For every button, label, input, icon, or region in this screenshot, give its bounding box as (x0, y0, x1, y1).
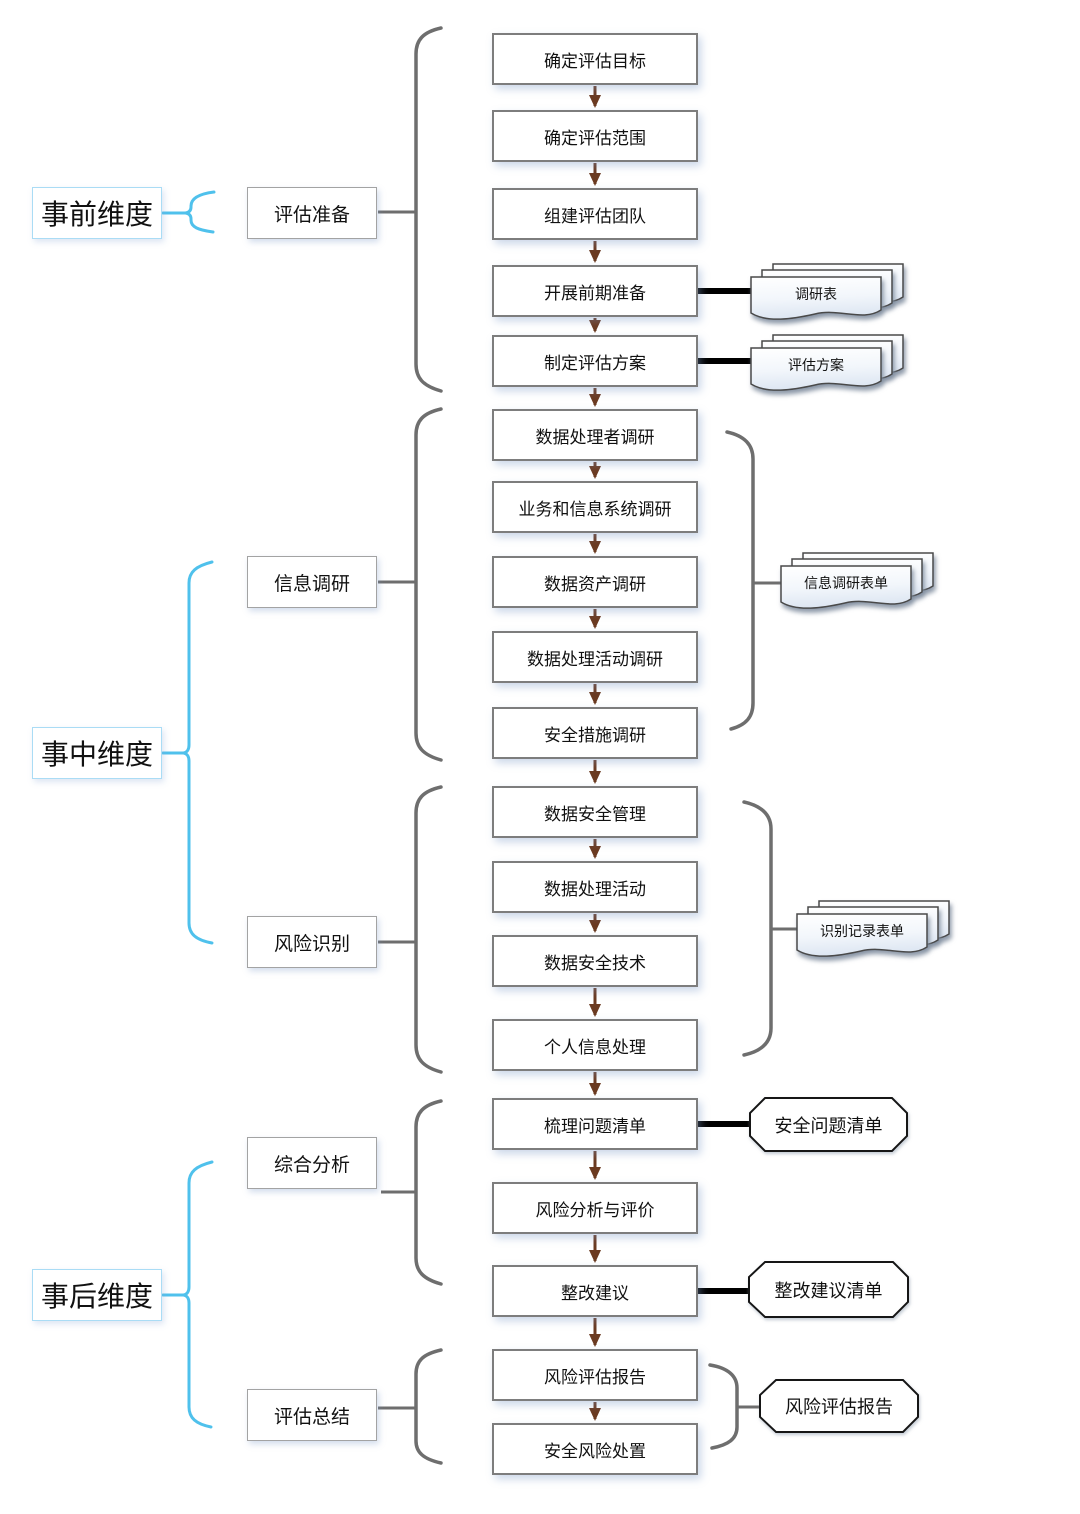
step-box-7: 业务和信息系统调研 (492, 481, 698, 533)
stage-box-comprehensive-analysis: 综合分析 (247, 1137, 377, 1189)
dimension-during-box: 事中维度 (32, 727, 162, 779)
group-brackets-right (708, 430, 773, 1450)
step-box-19: 安全风险处置 (492, 1423, 698, 1475)
stage-box-assessment-summary: 评估总结 (247, 1389, 377, 1441)
stage-box-risk-identification: 风险识别 (247, 916, 377, 968)
step-box-14: 个人信息处理 (492, 1019, 698, 1071)
step-box-18: 风险评估报告 (492, 1349, 698, 1401)
step-box-3: 组建评估团队 (492, 188, 698, 240)
dimension-pre-box: 事前维度 (32, 187, 162, 239)
stage-connector-lines (378, 210, 799, 1410)
group-brackets-left (414, 26, 443, 1465)
octagon-rectification-list (748, 1261, 909, 1318)
output-octagons (748, 1097, 919, 1433)
step-box-12: 数据处理活动 (492, 861, 698, 913)
doc-label-survey-form: 调研表 (795, 287, 837, 303)
step-box-10: 安全措施调研 (492, 707, 698, 759)
output-connector-lines (698, 288, 754, 1294)
doc-label-identification-record-forms: 识别记录表单 (820, 924, 904, 940)
output-label-risk-assessment-report: 风险评估报告 (785, 1397, 893, 1418)
dimension-post-box: 事后维度 (32, 1269, 162, 1321)
step-box-9: 数据处理活动调研 (492, 631, 698, 683)
output-label-security-issue-list: 安全问题清单 (774, 1115, 883, 1137)
step-box-2: 确定评估范围 (492, 110, 698, 162)
output-label-rectification-list: 整改建议清单 (774, 1280, 883, 1302)
doc-label-assessment-plan: 评估方案 (788, 358, 844, 374)
stage-box-assessment-preparation: 评估准备 (247, 187, 377, 239)
step-box-1: 确定评估目标 (492, 33, 698, 85)
step-box-8: 数据资产调研 (492, 556, 698, 608)
step-box-4: 开展前期准备 (492, 265, 698, 317)
step-box-13: 数据安全技术 (492, 935, 698, 987)
dimension-braces (161, 190, 216, 1429)
step-box-5: 制定评估方案 (492, 335, 698, 387)
step-box-16: 风险分析与评价 (492, 1182, 698, 1234)
stage-box-information-survey: 信息调研 (247, 556, 377, 608)
doc-label-info-survey-forms: 信息调研表单 (804, 576, 888, 592)
step-box-17: 整改建议 (492, 1265, 698, 1317)
step-box-6: 数据处理者调研 (492, 409, 698, 461)
octagon-risk-assessment-report (759, 1379, 919, 1433)
octagon-security-issue-list (749, 1097, 908, 1152)
step-box-11: 数据安全管理 (492, 786, 698, 838)
step-box-15: 梳理问题清单 (492, 1098, 698, 1150)
